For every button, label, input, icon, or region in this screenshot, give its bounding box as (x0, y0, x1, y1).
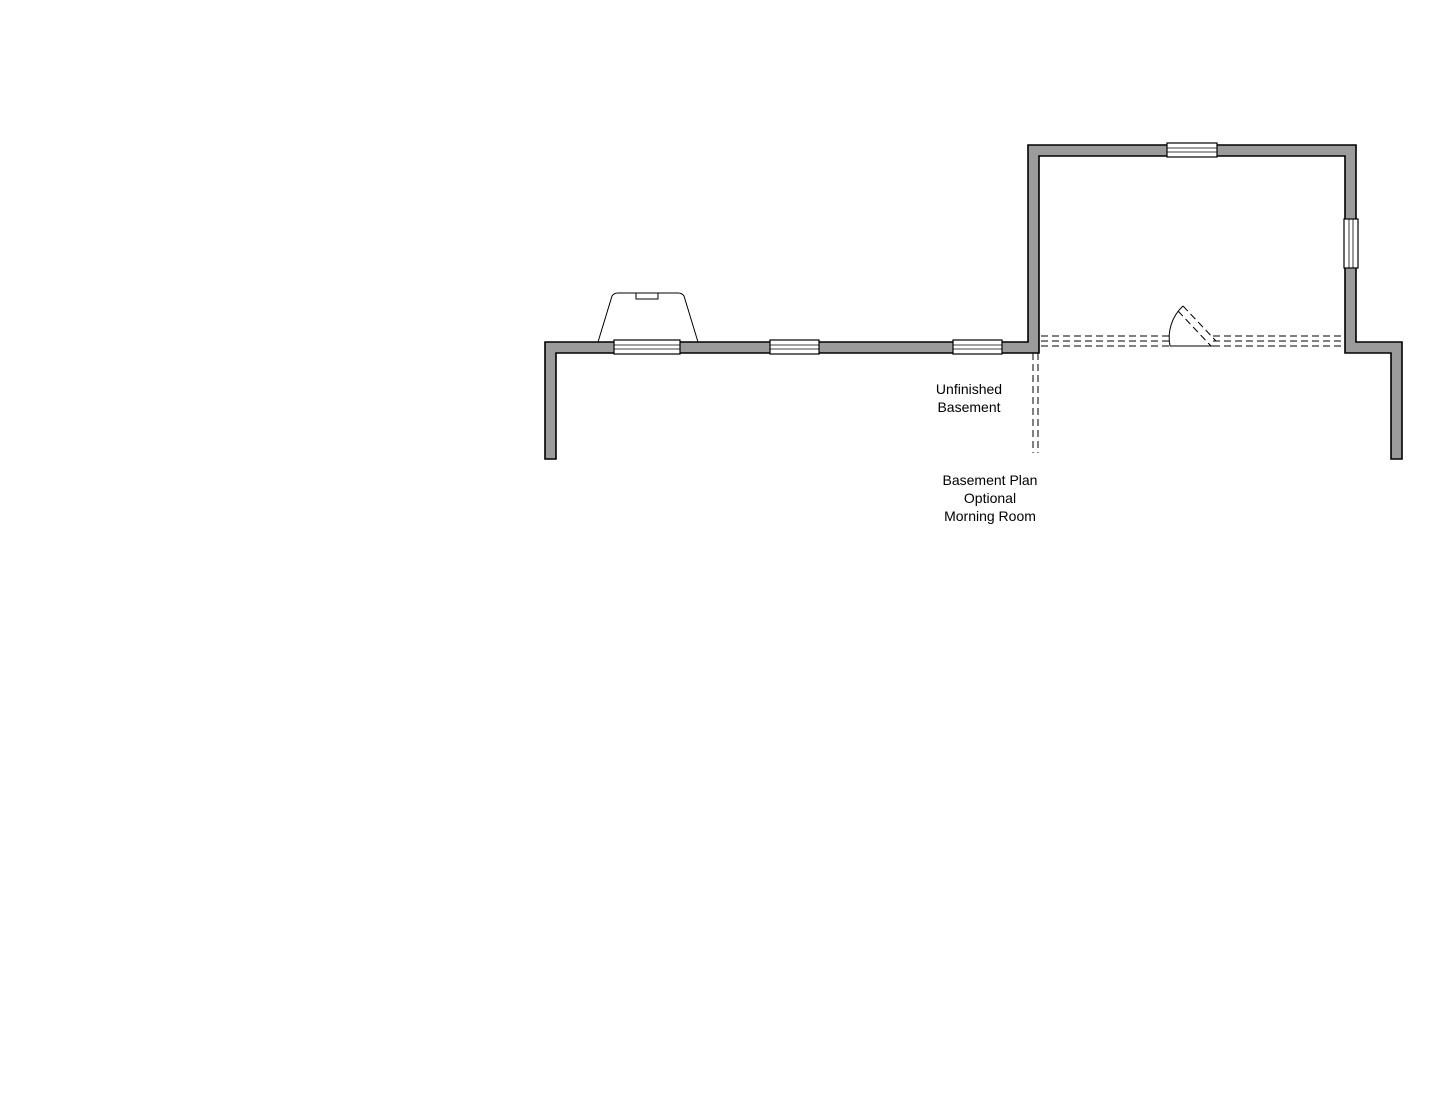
room-label-line-2: Basement (937, 399, 1000, 415)
caption-line-3: Morning Room (944, 508, 1036, 524)
caption-line-2: Optional (964, 490, 1016, 506)
plan-caption: Basement Plan Optional Morning Room (943, 472, 1038, 524)
window-2 (769, 339, 820, 355)
foundation-dashed-lines (1032, 335, 1343, 453)
door-swing (1168, 305, 1217, 347)
caption-line-1: Basement Plan (943, 472, 1038, 488)
room-label-line-1: Unfinished (936, 381, 1002, 397)
window-top (1166, 142, 1218, 158)
window-well (597, 292, 699, 343)
left-wall (544, 144, 1403, 460)
window-right (1343, 218, 1359, 269)
window-3 (952, 339, 1003, 355)
window-1 (613, 339, 681, 355)
walls (544, 144, 1403, 460)
room-label: Unfinished Basement (936, 381, 1002, 415)
